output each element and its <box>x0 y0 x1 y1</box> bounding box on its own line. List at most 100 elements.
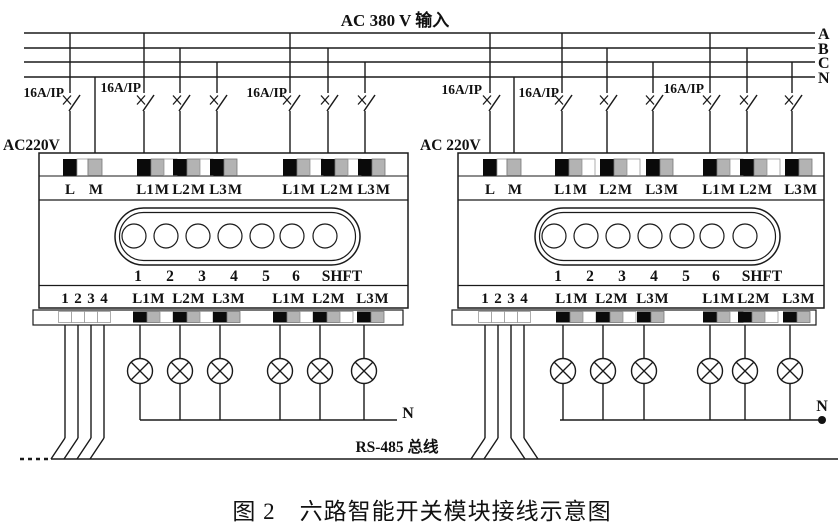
button-label: 1 <box>554 268 562 285</box>
breaker-blade <box>708 94 721 112</box>
breaker-rating-label: 16A/IP <box>442 82 483 97</box>
breaker-cross-icon <box>172 95 182 105</box>
bus-label-C: C <box>818 55 830 72</box>
breaker-cross-icon <box>784 95 794 105</box>
terminal-label: L3 <box>209 182 227 198</box>
terminal-square-white <box>478 311 492 323</box>
terminal-square-black <box>63 159 77 176</box>
terminal-square-black <box>321 159 335 176</box>
terminal-label: L <box>65 182 75 198</box>
button-label: 4 <box>650 268 658 285</box>
terminal-square-gray <box>223 158 238 176</box>
terminal-label: L1 <box>136 182 154 198</box>
lamp-cross <box>270 361 290 381</box>
terminal-label: L1 <box>555 291 573 307</box>
terminal-label: L3 <box>782 291 800 307</box>
breaker-rating-label: 16A/IP <box>247 85 288 100</box>
button-panel-inner <box>118 211 357 262</box>
breaker-blade <box>142 94 155 112</box>
terminal-label: M <box>150 291 164 307</box>
button-label: 6 <box>712 268 720 285</box>
terminal-square-white <box>199 311 214 323</box>
figure-title: AC 380 V 输入 <box>340 11 450 30</box>
terminal-square-white <box>517 311 531 323</box>
terminal-square-gray <box>659 158 674 176</box>
rs485-wire <box>63 437 79 460</box>
terminal-square-black <box>703 159 717 176</box>
terminal-square-gray <box>716 158 731 176</box>
neutral-label: N <box>402 405 414 422</box>
rs485-label: RS-485 总线 <box>355 437 439 456</box>
terminal-label: L3 <box>356 291 374 307</box>
terminal-square-black <box>637 311 651 323</box>
channel-number-label: 1 <box>61 291 69 307</box>
terminal-square-black <box>646 159 660 176</box>
terminal-square-gray <box>609 311 624 323</box>
lamp-cross <box>780 361 800 381</box>
terminal-square-gray <box>798 158 813 176</box>
channel-number-label: 2 <box>74 291 82 307</box>
terminal-label: L1 <box>554 182 572 198</box>
breaker-cross-icon <box>320 95 330 105</box>
terminal-square-white <box>764 311 779 323</box>
lamp-cross <box>130 361 150 381</box>
button-label: SHFT <box>322 268 363 285</box>
terminal-label: M <box>230 291 244 307</box>
terminal-label: L2 <box>320 182 338 198</box>
breaker-cross-icon <box>209 95 219 105</box>
terminal-square-white <box>84 311 98 323</box>
terminal-label: L <box>485 182 495 198</box>
channel-number-label: 3 <box>87 291 95 307</box>
terminal-label: M <box>190 291 204 307</box>
breaker-rating-label: 16A/IP <box>664 81 705 96</box>
breaker-blade <box>560 94 573 112</box>
button-label: 2 <box>166 268 174 285</box>
terminal-square-white <box>582 311 597 323</box>
channel-number-label: 3 <box>507 291 515 307</box>
terminal-square-white <box>626 158 641 176</box>
terminal-square-white <box>58 311 72 323</box>
terminal-square-gray <box>370 311 385 323</box>
lamp-cross <box>700 361 720 381</box>
lamp-cross <box>634 361 654 381</box>
terminal-square-gray <box>650 311 665 323</box>
terminal-square-black <box>785 159 799 176</box>
button-panel-outer <box>534 207 781 266</box>
terminal-square-black <box>173 311 187 323</box>
breaker-rating-label: 16A/IP <box>519 85 560 100</box>
bus-label-B: B <box>818 41 829 58</box>
terminal-square-gray <box>506 158 522 176</box>
terminal-square-white <box>496 158 508 176</box>
breaker-cross-icon <box>136 95 146 105</box>
terminal-label: L1 <box>272 291 290 307</box>
terminal-label: L2 <box>599 182 617 198</box>
terminal-square-black <box>703 311 717 323</box>
terminal-square-white <box>622 311 637 323</box>
terminal-square-black <box>210 159 224 176</box>
terminal-square-gray <box>146 311 161 323</box>
terminal-square-gray <box>751 311 766 323</box>
lamp-cross <box>354 361 374 381</box>
terminal-label: M <box>339 182 353 198</box>
breaker-cross-icon <box>482 95 492 105</box>
terminal-square-black <box>740 159 754 176</box>
terminal-label: M <box>155 182 169 198</box>
breaker-cross-icon <box>645 95 655 105</box>
breaker-rating-label: 16A/IP <box>24 85 65 100</box>
panel-button <box>573 223 599 249</box>
terminal-label: L1 <box>132 291 150 307</box>
terminal-label: L2 <box>312 291 330 307</box>
terminal-label: M <box>573 182 587 198</box>
terminal-square-black <box>173 159 187 176</box>
panel-button <box>637 223 663 249</box>
lamp-cross <box>170 361 190 381</box>
lamp-cross <box>593 361 613 381</box>
terminal-label: L3 <box>784 182 802 198</box>
breaker-rating-label: 16A/IP <box>101 80 142 95</box>
terminal-label: M <box>803 182 817 198</box>
button-label: 3 <box>198 268 206 285</box>
button-label: 5 <box>682 268 690 285</box>
terminal-square-gray <box>326 311 341 323</box>
